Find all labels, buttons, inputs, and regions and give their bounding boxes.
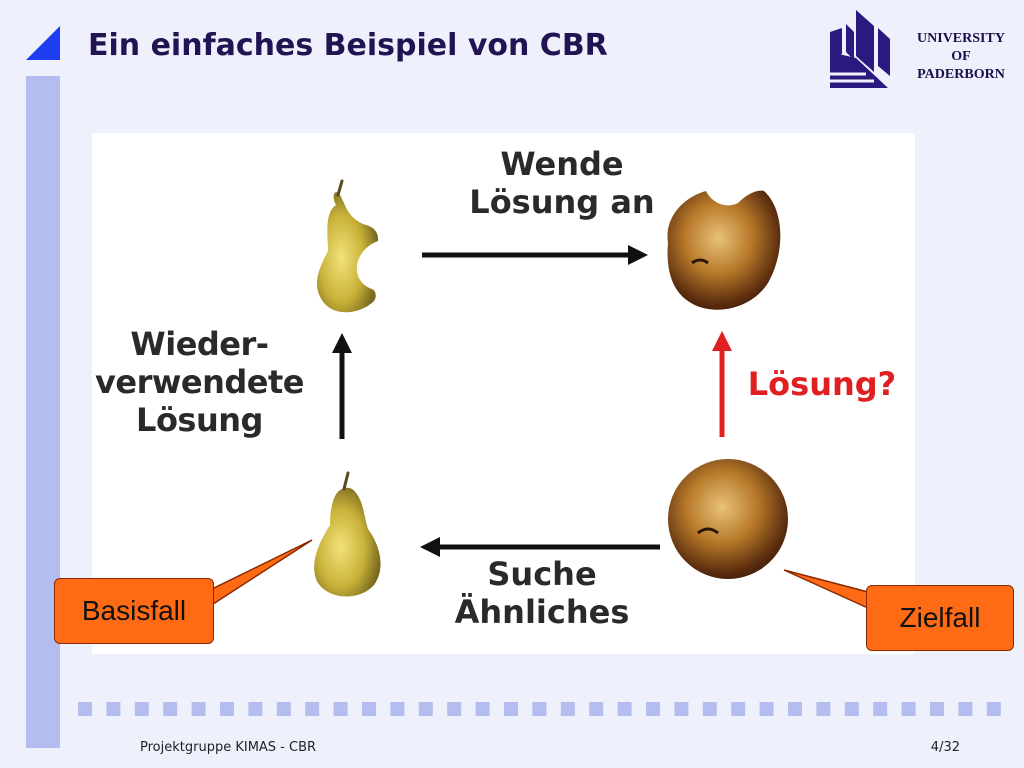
label-apply-solution: Wende Lösung an: [412, 145, 712, 221]
eaten-apple-icon: [667, 190, 781, 310]
dotted-divider: [78, 702, 1002, 716]
label-reused-solution-line1: Wieder-: [130, 325, 269, 363]
footer-project: Projektgruppe KIMAS - CBR: [140, 740, 317, 755]
university-name: UNIVERSITY OF PADERBORN: [900, 30, 1022, 84]
label-reused-solution-line2: verwendete: [95, 363, 305, 401]
apple-icon: [668, 459, 788, 579]
arrow-left-bottom: [420, 537, 660, 557]
label-search-similar-line1: Suche: [487, 555, 597, 593]
university-paderborn-logo-icon: [826, 8, 892, 90]
label-solution-question: Lösung?: [747, 365, 897, 403]
corner-triangle-icon: [26, 26, 60, 60]
pear-icon: [314, 471, 381, 597]
arrow-right-top: [422, 245, 648, 265]
arrow-up-left: [332, 333, 352, 439]
footer-page-number: 4/32: [930, 740, 960, 755]
university-line-2: OF: [951, 49, 971, 64]
eaten-pear-icon: [316, 179, 379, 313]
callout-zielfall: Zielfall: [866, 585, 1014, 651]
page-title: Ein einfaches Beispiel von CBR: [88, 28, 608, 63]
label-apply-solution-line2: Lösung an: [469, 183, 655, 221]
university-line-1: UNIVERSITY: [917, 31, 1005, 46]
label-search-similar-line2: Ähnliches: [454, 593, 630, 631]
label-reused-solution: Wieder- verwendete Lösung: [92, 325, 307, 439]
label-reused-solution-line3: Lösung: [136, 401, 263, 439]
arrow-up-right-red: [712, 331, 732, 437]
label-search-similar: Suche Ähnliches: [422, 555, 662, 631]
cbr-diagram: Wende Lösung an Wieder- verwendete Lösun…: [92, 133, 915, 654]
university-line-3: PADERBORN: [917, 67, 1005, 82]
cbr-diagram-graphics: [314, 179, 788, 597]
label-apply-solution-line1: Wende: [500, 145, 624, 183]
callout-basisfall: Basisfall: [54, 578, 214, 644]
